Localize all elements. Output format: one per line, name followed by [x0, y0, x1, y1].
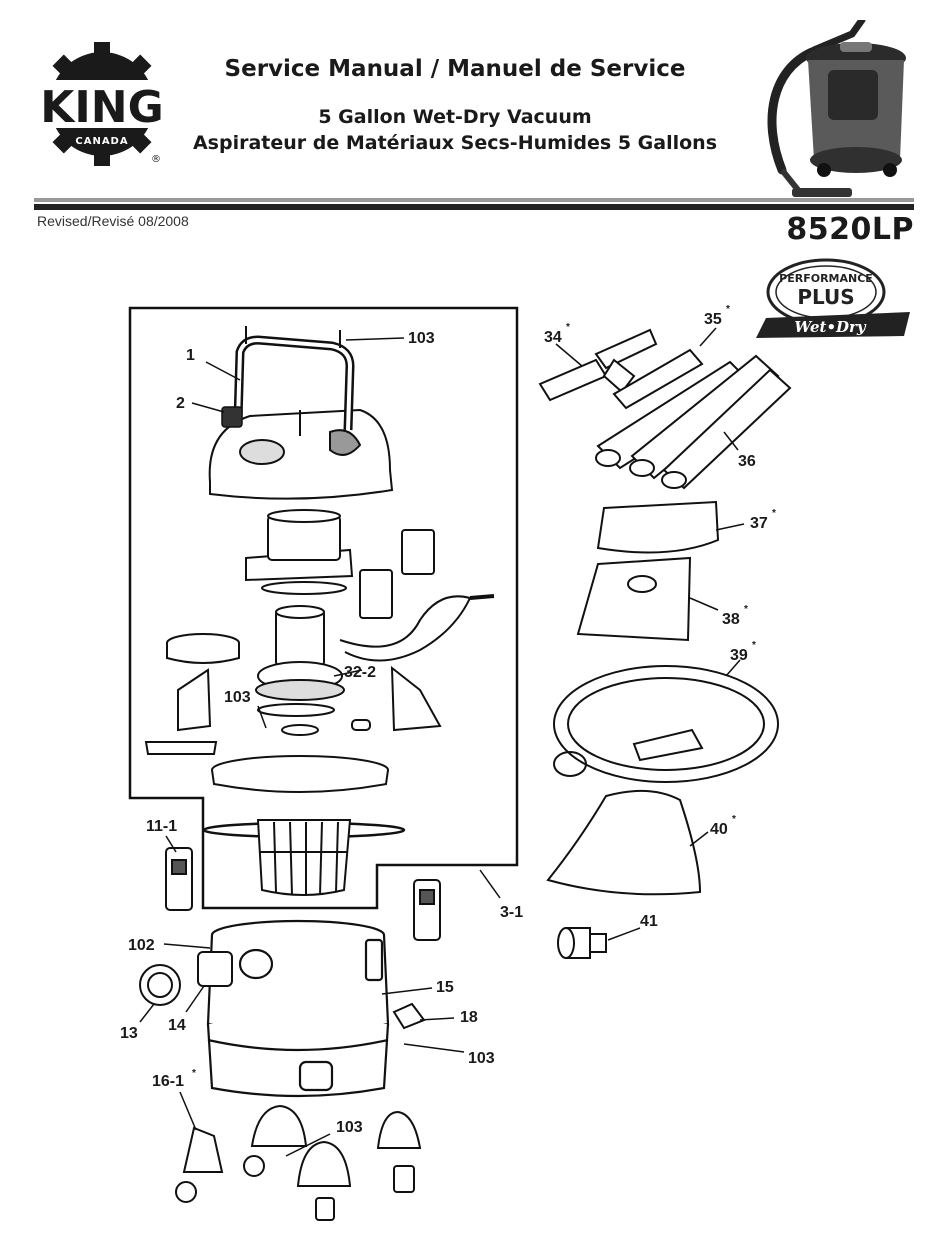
switch-cover: [359, 569, 393, 619]
label-1: 1: [186, 347, 195, 364]
lid-with-handle: [208, 335, 394, 500]
title-block: Service Manual / Manuel de Service 5 Gal…: [190, 56, 720, 156]
leader-lines: [139, 327, 745, 1157]
foam-filter: [596, 500, 720, 554]
brand-text: KING: [40, 82, 163, 133]
brand-sub-text: CANADA: [75, 136, 128, 147]
label-38: 38: [722, 611, 740, 628]
power-cord: [339, 595, 472, 662]
label-103-casters: 103: [336, 1119, 363, 1136]
registered-mark: ®: [151, 154, 161, 165]
label-11-1: 11-1: [146, 818, 177, 835]
model-number: 8520LP: [786, 212, 914, 247]
label-15: 15: [436, 979, 454, 996]
inlet-plate: [197, 951, 233, 987]
motor-housing: [245, 509, 354, 595]
floor-tool: [538, 328, 658, 402]
label-37-star: *: [772, 508, 776, 519]
tank: [206, 919, 390, 1098]
caster-3: [296, 1140, 352, 1221]
label-103-tank: 103: [468, 1050, 495, 1067]
assembly-frame: [128, 306, 519, 910]
badge-line1: PERFORMANCE: [779, 272, 873, 285]
revised-date: Revised/Revisé 08/2008: [37, 213, 189, 229]
latch-right: [413, 879, 441, 941]
header-divider-thin: [34, 198, 914, 202]
subtitle-french: Aspirateur de Matériaux Secs-Humides 5 G…: [192, 132, 718, 154]
cloth-dust-bag: [546, 789, 702, 896]
label-35-star: *: [726, 304, 730, 315]
label-34-star: *: [566, 322, 570, 333]
label-41: 41: [640, 913, 658, 930]
label-2: 2: [176, 395, 185, 412]
badge-line3: Wet•Dry: [794, 318, 867, 336]
header-divider-thick: [34, 204, 914, 210]
label-16-1: 16-1: [152, 1073, 184, 1090]
motor: [255, 605, 345, 701]
label-3-1: 3-1: [500, 904, 523, 921]
vacuum-product-photo: [767, 20, 906, 197]
power-plug: [469, 594, 495, 600]
label-40-star: *: [732, 814, 736, 825]
label-40: 40: [710, 821, 728, 838]
king-canada-logo: KING CANADA ®: [38, 42, 166, 166]
paper-bag: [576, 556, 692, 642]
baffle-right: [390, 665, 442, 732]
badge-line2: PLUS: [797, 285, 854, 309]
caster-1: [175, 1126, 224, 1203]
label-14: 14: [168, 1017, 186, 1034]
label-38-star: *: [744, 604, 748, 615]
label-103-motor: 103: [224, 689, 251, 706]
caster-4: [376, 1110, 422, 1193]
label-13: 13: [120, 1025, 138, 1042]
baffle-left: [177, 668, 212, 732]
label-18: 18: [460, 1009, 478, 1026]
extension-wands: [595, 348, 792, 490]
gasket-strip: [144, 741, 218, 755]
switch-cover: [401, 529, 435, 575]
hose: [553, 665, 779, 783]
motor-base-plate: [211, 719, 389, 793]
caster-2: [243, 1104, 308, 1177]
label-16-1-star: *: [192, 1068, 196, 1079]
performance-plus-badge: PERFORMANCE PLUS Wet•Dry: [756, 258, 910, 338]
subtitle-english: 5 Gallon Wet-Dry Vacuum: [318, 106, 592, 128]
label-103-top: 103: [408, 330, 435, 347]
label-39-star: *: [752, 640, 756, 651]
label-34: 34: [544, 329, 562, 346]
drain-clip: [392, 1002, 426, 1030]
label-35: 35: [704, 311, 722, 328]
latch-left: [165, 847, 193, 911]
label-32-2: 32-2: [344, 664, 376, 681]
filter-cage: [256, 819, 352, 896]
hose-adapter: [557, 927, 607, 959]
power-switch: [221, 406, 243, 428]
label-39: 39: [730, 647, 748, 664]
label-37: 37: [750, 515, 768, 532]
label-102: 102: [128, 937, 155, 954]
label-36: 36: [738, 453, 756, 470]
manual-title: Service Manual / Manuel de Service: [224, 56, 686, 82]
